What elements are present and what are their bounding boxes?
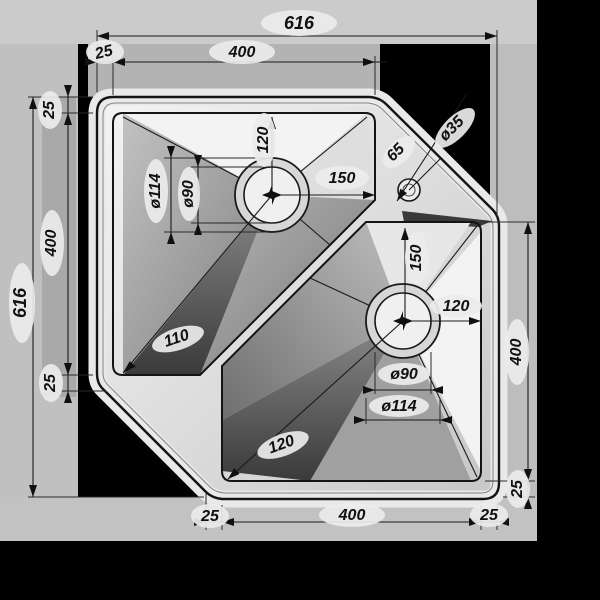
bowl-a-wedge-top (123, 113, 367, 195)
dim-bottom-flange-left: 25 (200, 508, 220, 525)
dim-left-overall: 616 (10, 287, 30, 318)
faucet-hole-inner (402, 183, 416, 197)
dim-line-bowl-b-150-120 (403, 228, 481, 322)
dim-top-flange: 25 (92, 42, 115, 63)
dim-bowl-a-drain-dia: ø90 (180, 180, 197, 208)
dim-left-flange-top: 25 (41, 100, 58, 120)
dim-left-flange-bottom: 25 (42, 373, 59, 393)
dim-line-bowl-a-110 (122, 194, 273, 374)
dim-bottom-flange-right: 25 (479, 507, 499, 524)
sink-outline (95, 95, 501, 501)
dim-line-bowl-b-diameters (354, 389, 452, 421)
dim-right-bowl: 400 (508, 339, 525, 367)
bowl-a-edge (112, 112, 376, 376)
dim-top-bowl: 400 (228, 44, 256, 61)
dim-line-faucet-65 (408, 157, 442, 191)
dim-bottom-bowl: 400 (338, 507, 366, 524)
dim-bowl-a-drain-right-offset: 150 (329, 170, 356, 187)
bowl-b-wedge-diagonal (222, 222, 403, 420)
dim-top-overall: 616 (284, 13, 315, 33)
dim-bowl-b-drain-right-offset: 120 (443, 298, 470, 315)
bowl-b-wedge-right (403, 232, 481, 471)
dim-bowl-b-drain-dia: ø90 (390, 366, 418, 383)
bowl-a (112, 112, 376, 376)
bowl-b-edge (221, 221, 482, 482)
dim-right-flange: 25 (509, 479, 526, 499)
label-halos (9, 10, 530, 528)
dim-bowl-b-drain-top-offset: 150 (408, 245, 425, 272)
sink-rim-step-line (102, 102, 494, 494)
dim-left-bowl: 400 (43, 230, 60, 258)
dim-bowl-a-drain-top-offset: 120 (255, 127, 272, 154)
dim-line-bowl-b-120-corner (227, 320, 404, 480)
dim-bowl-a-drain-flange-dia: ø114 (147, 173, 164, 208)
dim-bowl-b-drain-flange-dia: ø114 (381, 398, 416, 415)
leader-faucet (396, 94, 467, 202)
